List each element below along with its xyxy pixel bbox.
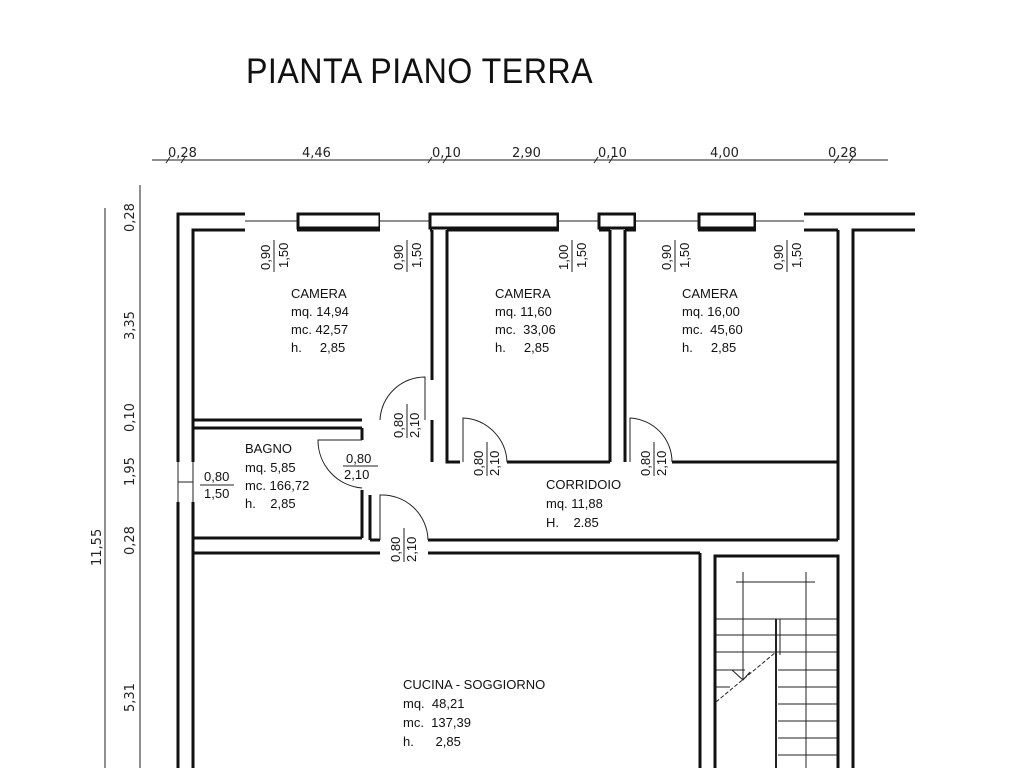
door-labels: 0,80 2,10 0,80 2,10 0,80 2,10 0,80 2,10 …	[343, 404, 669, 562]
dim-left-5: 5,31	[123, 683, 138, 712]
room-bagno: BAGNO mq. 5,85 mc. 166,72 h. 2,85	[245, 441, 309, 511]
room-name: CAMERA	[682, 286, 738, 301]
window-1-width: 0,90	[391, 245, 406, 270]
side-window-width: 0,80	[204, 469, 229, 484]
dim-top-4: 0,10	[598, 146, 627, 161]
dim-top-2: 0,10	[432, 146, 461, 161]
room-volume: mc. 33,06	[495, 322, 556, 337]
dim-left-0: 0,28	[123, 203, 138, 232]
staircase	[715, 572, 837, 768]
door-0-height: 2,10	[407, 413, 422, 438]
room-area: mq. 5,85	[245, 460, 296, 475]
room-name: CUCINA - SOGGIORNO	[403, 677, 545, 692]
room-name: BAGNO	[245, 441, 292, 456]
room-height: h. 2,85	[403, 734, 461, 749]
dim-left-1: 3,35	[123, 311, 138, 340]
room-height: h. 2,85	[682, 340, 736, 355]
room-camera-1: CAMERA mq. 14,94 mc. 42,57 h. 2,85	[291, 286, 349, 355]
side-window-height: 1,50	[204, 486, 229, 501]
room-height: h. 2,85	[245, 496, 296, 511]
room-volume: mc. 42,57	[291, 322, 348, 337]
window-4-height: 1,50	[789, 243, 804, 268]
room-area: mq. 48,21	[403, 696, 464, 711]
dim-left-3: 1,95	[123, 457, 138, 486]
dim-top-1: 4,46	[302, 146, 331, 161]
room-name: CORRIDOIO	[546, 477, 621, 492]
door-1-height: 2,10	[344, 467, 369, 482]
room-area: mq. 14,94	[291, 304, 349, 319]
room-corridoio: CORRIDOIO mq. 11,88 H. 2.85	[546, 477, 621, 530]
room-height: h. 2,85	[495, 340, 549, 355]
door-3-width: 0,80	[638, 451, 653, 476]
dim-left-4: 0,28	[123, 526, 138, 555]
dim-left-2: 0,10	[123, 403, 138, 432]
dim-top-5: 4,00	[710, 146, 739, 161]
door-1-width: 0,80	[346, 451, 371, 466]
door-swings	[317, 376, 673, 541]
window-4-width: 0,90	[771, 245, 786, 270]
room-area: mq. 11,88	[546, 496, 603, 511]
window-2-width: 1,00	[556, 245, 571, 270]
room-camera-2: CAMERA mq. 11,60 mc. 33,06 h. 2,85	[495, 286, 556, 355]
room-height: H. 2.85	[546, 515, 599, 530]
room-cucina-soggiorno: CUCINA - SOGGIORNO mq. 48,21 mc. 137,39 …	[403, 677, 545, 749]
room-volume: mc. 45,60	[682, 322, 743, 337]
door-4-height: 2,10	[404, 537, 419, 562]
door-2-width: 0,80	[471, 451, 486, 476]
dim-top-0: 0,28	[168, 146, 197, 161]
door-2-height: 2,10	[487, 451, 502, 476]
room-area: mq. 16,00	[682, 304, 740, 319]
window-2-height: 1,50	[574, 243, 589, 268]
room-volume: mc. 166,72	[245, 478, 309, 493]
door-0-width: 0,80	[391, 413, 406, 438]
plan-title: PIANTA PIANO TERRA	[246, 52, 594, 91]
window-1-height: 1,50	[409, 243, 424, 268]
top-dimension-line: 0,28 4,46 0,10 2,90 0,10 4,00 0,28	[152, 146, 888, 164]
room-height: h. 2,85	[291, 340, 345, 355]
window-3-width: 0,90	[659, 245, 674, 270]
room-name: CAMERA	[495, 286, 551, 301]
dim-top-3: 2,90	[512, 146, 541, 161]
room-volume: mc. 137,39	[403, 715, 471, 730]
dim-top-6: 0,28	[828, 146, 857, 161]
dim-total-height: 11,55	[90, 529, 105, 566]
door-4-width: 0,80	[388, 537, 403, 562]
room-area: mq. 11,60	[495, 304, 552, 319]
walls	[176, 212, 915, 768]
window-0-width: 0,90	[258, 245, 273, 270]
window-labels: 0,90 1,50 0,90 1,50 1,00 1,50 0,90 1,50 …	[200, 240, 804, 501]
room-name: CAMERA	[291, 286, 347, 301]
door-3-height: 2,10	[654, 451, 669, 476]
left-dimension-line: 0,28 3,35 0,10 1,95 0,28 5,31 11,55	[90, 185, 141, 768]
room-camera-3: CAMERA mq. 16,00 mc. 45,60 h. 2,85	[682, 286, 743, 355]
window-3-height: 1,50	[677, 243, 692, 268]
window-0-height: 1,50	[276, 243, 291, 268]
